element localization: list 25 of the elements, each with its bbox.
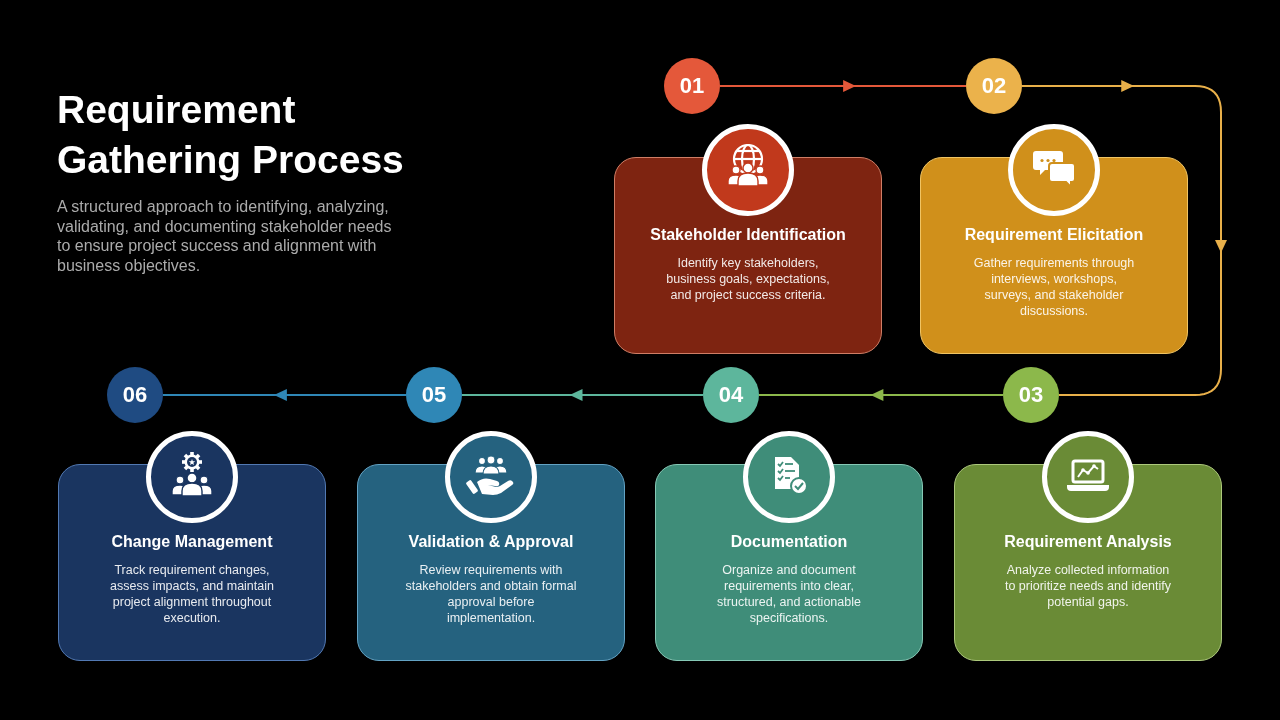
slide-description: A structured approach to identifying, analyzing, validating, and documenting stakeholder needs to ensure project success and alignment with business objectives.	[57, 197, 393, 275]
step-description: Organize and document requirements into clear, structured, and actionable specifications.	[716, 562, 862, 626]
step-description: Analyze collected information to prioritize needs and identify potential gaps.	[1003, 562, 1173, 610]
step-description: Gather requirements through interviews, workshops, surveys, and stakeholder discussions.	[972, 255, 1136, 319]
step-number-circle: 05	[406, 367, 462, 423]
step-title: Requirement Analysis	[1004, 532, 1172, 552]
step-description: Track requirement changes, assess impacts, and maintain project alignment throughout execution.	[109, 562, 275, 626]
step-number-circle: 03	[1003, 367, 1059, 423]
step-description: Identify key stakeholders, business goals, expectations, and project success criteria.	[665, 255, 831, 303]
flow-arrow	[1021, 80, 1227, 396]
step-number-circle: 01	[664, 58, 720, 114]
step-title: Change Management	[111, 532, 273, 552]
flow-arrow	[719, 80, 967, 92]
flow-arrow	[758, 389, 1004, 401]
step-title: Stakeholder Identification	[650, 225, 846, 245]
step-title: Documentation	[730, 532, 848, 552]
step-number-circle: 04	[703, 367, 759, 423]
step-description: Review requirements with stakeholders and obtain formal approval before implementation.	[404, 562, 578, 626]
flow-arrow	[461, 389, 704, 401]
flow-arrow	[162, 389, 407, 401]
step-number-circle: 02	[966, 58, 1022, 114]
step-title: Validation & Approval	[408, 532, 574, 552]
step-number-circle: 06	[107, 367, 163, 423]
step-title: Requirement Elicitation	[964, 225, 1144, 245]
slide-title: Requirement Gathering Process	[57, 87, 405, 183]
